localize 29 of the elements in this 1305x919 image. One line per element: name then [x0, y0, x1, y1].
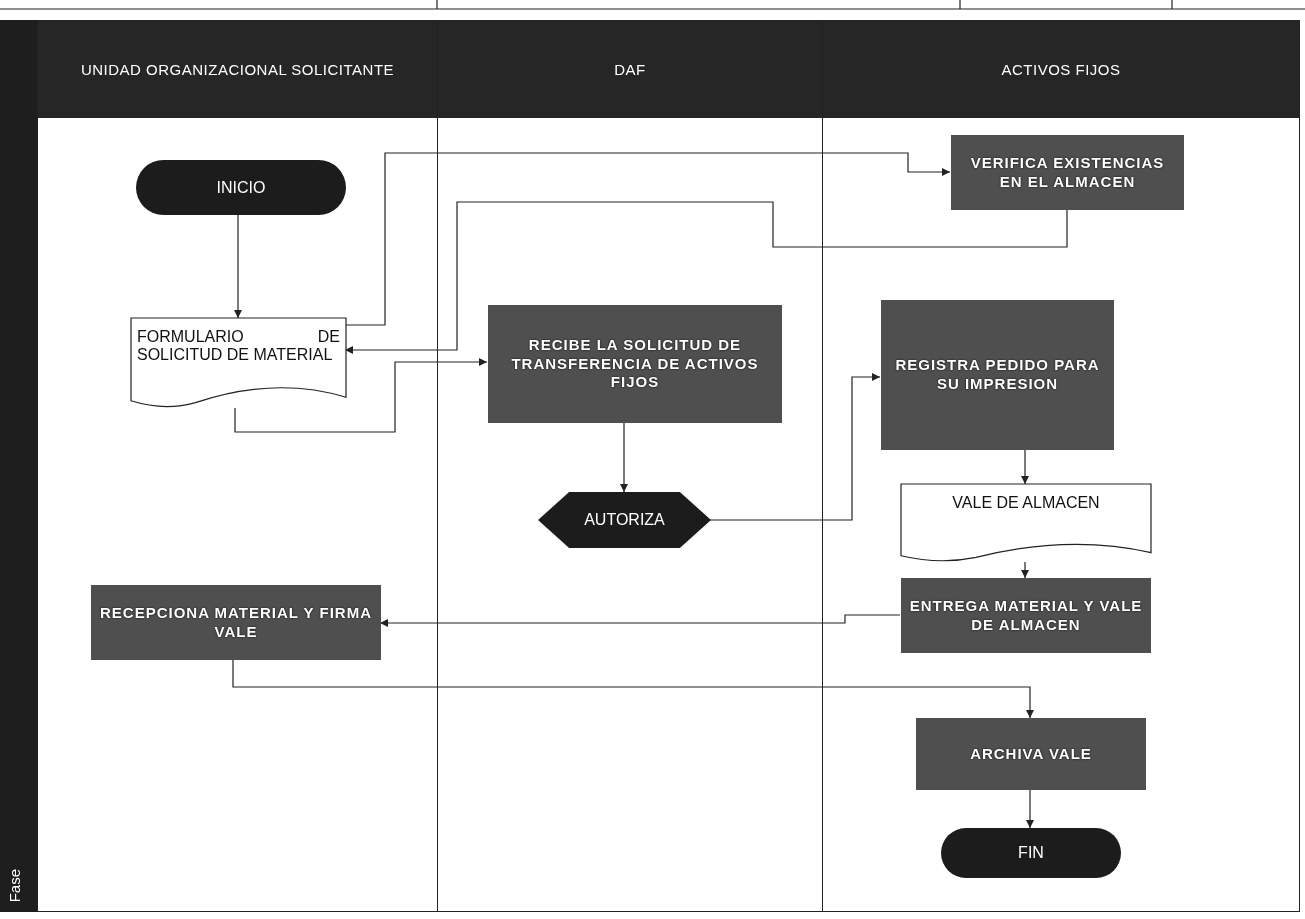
document-shape: VALE DE ALMACEN	[901, 484, 1151, 562]
connector-arrow	[234, 214, 242, 319]
process-box: ENTREGA MATERIAL Y VALE DE ALMACEN	[901, 578, 1151, 653]
lane-title: DAF	[614, 60, 646, 78]
process-box: RECIBE LA SOLICITUD DE TRANSFERENCIA DE ACTIVOS FIJOS	[488, 305, 782, 423]
connector-arrow	[1021, 449, 1029, 485]
decision-diamond: AUTORIZA	[538, 492, 711, 548]
connector-arrow	[620, 422, 628, 493]
document-shape: FORMULARIO DE SOLICITUD DE MATERIAL	[131, 318, 346, 408]
swimlane	[437, 20, 822, 912]
connector-arrow	[232, 659, 1034, 719]
connector-arrow	[379, 614, 901, 627]
phase-label: Fase	[6, 868, 23, 902]
connector-arrow	[344, 201, 1068, 354]
connector-arrow	[1021, 561, 1029, 579]
connector-arrow	[344, 152, 951, 326]
swimlane	[37, 20, 437, 912]
process-box: ARCHIVA VALE	[916, 718, 1146, 790]
process-box: RECEPCIONA MATERIAL Y FIRMA VALE	[91, 585, 381, 660]
lane-title: ACTIVOS FIJOS	[1001, 60, 1121, 78]
terminator-pill: FIN	[941, 828, 1121, 878]
connector-arrow	[234, 358, 488, 433]
swimlane	[822, 20, 1300, 912]
process-box: REGISTRA PEDIDO PARA SU IMPRESION	[881, 300, 1114, 450]
connector-arrow	[709, 373, 881, 521]
lane-title: UNIDAD ORGANIZACIONAL SOLICITANTE	[80, 60, 395, 78]
process-box: VERIFICA EXISTENCIAS EN EL ALMACEN	[951, 135, 1184, 210]
terminator-pill: INICIO	[136, 160, 346, 215]
connector-arrow	[1026, 789, 1034, 829]
